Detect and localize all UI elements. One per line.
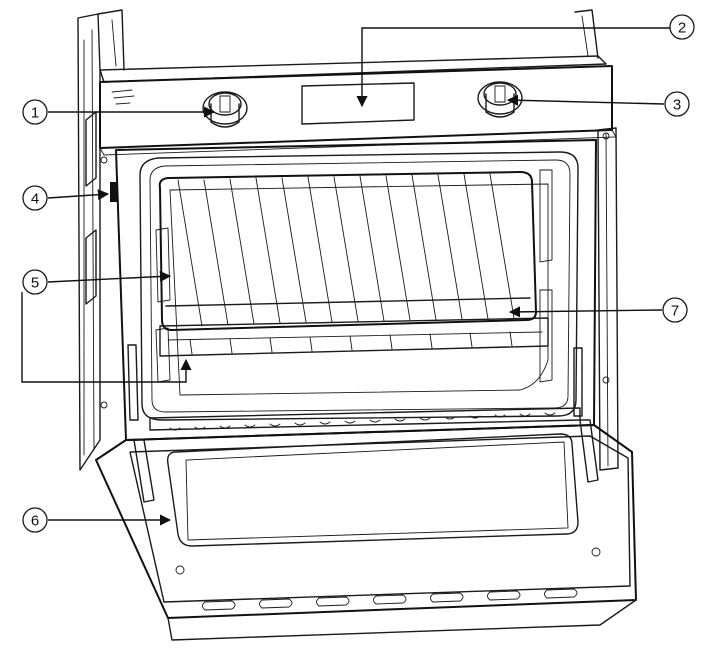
door-switch <box>110 182 118 202</box>
oven-housing <box>77 9 619 471</box>
wire-rack <box>158 171 537 331</box>
callout-4-label: 4 <box>31 191 39 208</box>
callout-3-label: 3 <box>673 97 681 114</box>
callout-6-label: 6 <box>31 513 39 530</box>
oven-door <box>95 419 637 641</box>
oven-cavity <box>115 139 597 441</box>
callout-5: 5 <box>22 269 48 295</box>
leader-4 <box>47 189 110 201</box>
display-window <box>301 82 415 125</box>
leader-3 <box>506 94 665 106</box>
callout-5-label: 5 <box>31 275 39 292</box>
callout-1: 1 <box>22 99 48 125</box>
lower-rack <box>159 317 549 357</box>
leader-5a <box>47 270 172 283</box>
callout-7-label: 7 <box>671 303 679 320</box>
control-panel <box>99 65 617 156</box>
leader-2 <box>356 27 682 108</box>
leader-7 <box>508 306 663 318</box>
right-control-knob <box>477 81 523 118</box>
callout-1-label: 1 <box>31 105 39 122</box>
left-control-knob <box>202 91 248 128</box>
callout-6: 6 <box>22 507 48 533</box>
callout-4: 4 <box>22 185 48 211</box>
callout-7: 7 <box>662 297 688 323</box>
callout-3: 3 <box>664 91 690 117</box>
callout-2-label: 2 <box>678 20 686 37</box>
callout-leaders <box>21 27 682 526</box>
callout-2: 2 <box>669 14 695 40</box>
brand-logo-mark <box>111 89 135 105</box>
leader-5b <box>21 292 192 383</box>
